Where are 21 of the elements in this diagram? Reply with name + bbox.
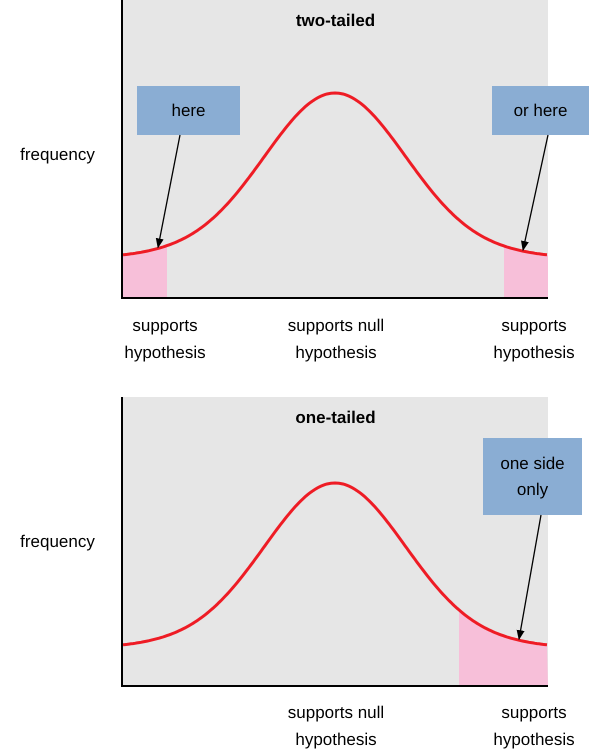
axis-label: supports hypothesis [123,315,207,364]
callout-text: here [171,100,206,122]
chart-title: one-tailed [295,407,376,429]
leader-arrow [156,134,181,248]
axis-label: frequency [19,531,96,553]
axis-label: frequency [19,144,96,166]
callout-box [492,86,589,135]
shaded-tail [504,246,548,297]
callout-text: or here [514,100,568,122]
axis-label: supports null hypothesis [286,702,386,749]
axis-label: supports hypothesis [492,315,576,364]
callout-box [483,438,582,515]
chart-title: two-tailed [296,10,376,32]
axis-label: supports null hypothesis [286,315,386,364]
shaded-tail [459,610,548,685]
leader-arrow [516,514,542,640]
leader-arrow [521,134,549,252]
axis-label: supports hypothesis [492,702,576,749]
shaded-tail [123,246,167,297]
callout-text: one side only [499,453,566,500]
callout-box [137,86,240,135]
